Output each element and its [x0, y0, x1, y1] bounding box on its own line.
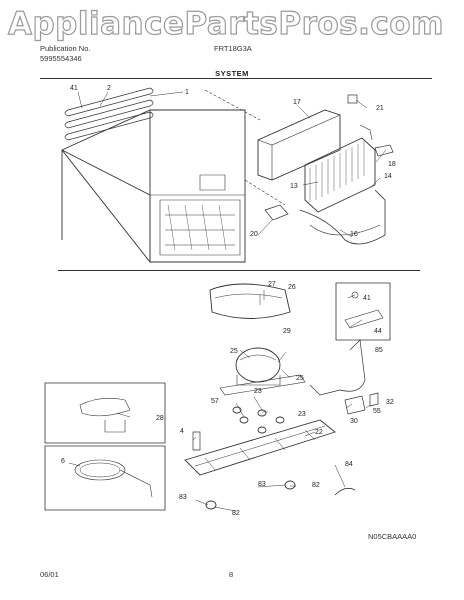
callout-labels: 41 2 1 17 21 18 13 14 20 16 27 26 29 41 … [61, 85, 396, 517]
callout-14: 14 [384, 173, 392, 180]
defrost-heater [299, 189, 386, 245]
callout-83b: 83 [258, 481, 266, 488]
callout-21: 21 [376, 105, 384, 112]
callout-18: 18 [388, 161, 396, 168]
watermark-logo: AppliancePartsPros.com [7, 5, 444, 42]
diagram-code: N05CBAAAA0 [368, 532, 417, 541]
publication-number: 5995554346 [40, 54, 82, 63]
base-plate [184, 419, 336, 476]
inset-box-power-cord [44, 445, 166, 511]
callout-41: 41 [70, 85, 78, 92]
publication-label: Publication No. [40, 44, 91, 53]
callout-29: 29 [283, 328, 291, 335]
callout-27: 27 [268, 281, 276, 288]
compressor [235, 347, 281, 383]
callout-22: 22 [315, 429, 323, 436]
header-rule [40, 78, 432, 79]
condenser-coil [67, 87, 151, 141]
evaporator [304, 137, 376, 213]
section-title: SYSTEM [215, 69, 249, 78]
callout-44: 44 [374, 328, 382, 335]
inset-box-fan [44, 382, 166, 444]
callout-30: 30 [350, 418, 358, 425]
callout-82a: 82 [312, 482, 320, 489]
callout-2: 2 [107, 85, 111, 92]
callout-4: 4 [180, 428, 184, 435]
drain-pan [209, 283, 291, 319]
callout-55: 55 [373, 408, 381, 415]
callout-82b: 82 [232, 510, 240, 517]
page-number: 8 [229, 570, 234, 579]
callout-85: 85 [375, 347, 383, 354]
callout-16: 16 [350, 231, 358, 238]
callout-32: 32 [386, 399, 394, 406]
callout-20: 20 [250, 231, 258, 238]
evaporator-cover [257, 109, 341, 181]
cabinet-outline [61, 109, 246, 263]
callout-25a: 25 [230, 348, 238, 355]
callout-1: 1 [185, 89, 189, 96]
section-divider [58, 270, 420, 271]
model-number: FRT18G3A [214, 44, 252, 53]
callout-83a: 83 [179, 494, 187, 501]
callout-25b: 25 [296, 375, 304, 382]
callout-26: 26 [288, 284, 296, 291]
callout-17: 17 [293, 99, 301, 106]
callout-28: 28 [156, 415, 164, 422]
callout-84: 84 [345, 461, 353, 468]
callout-41b: 41 [363, 295, 371, 302]
callout-6: 6 [61, 458, 65, 465]
footer-date: 06/01 [40, 570, 59, 579]
callout-23b: 23 [298, 411, 306, 418]
inset-box-switch [335, 282, 391, 341]
callout-13: 13 [290, 183, 298, 190]
callout-23a: 23 [254, 388, 262, 395]
callout-57: 57 [211, 398, 219, 405]
